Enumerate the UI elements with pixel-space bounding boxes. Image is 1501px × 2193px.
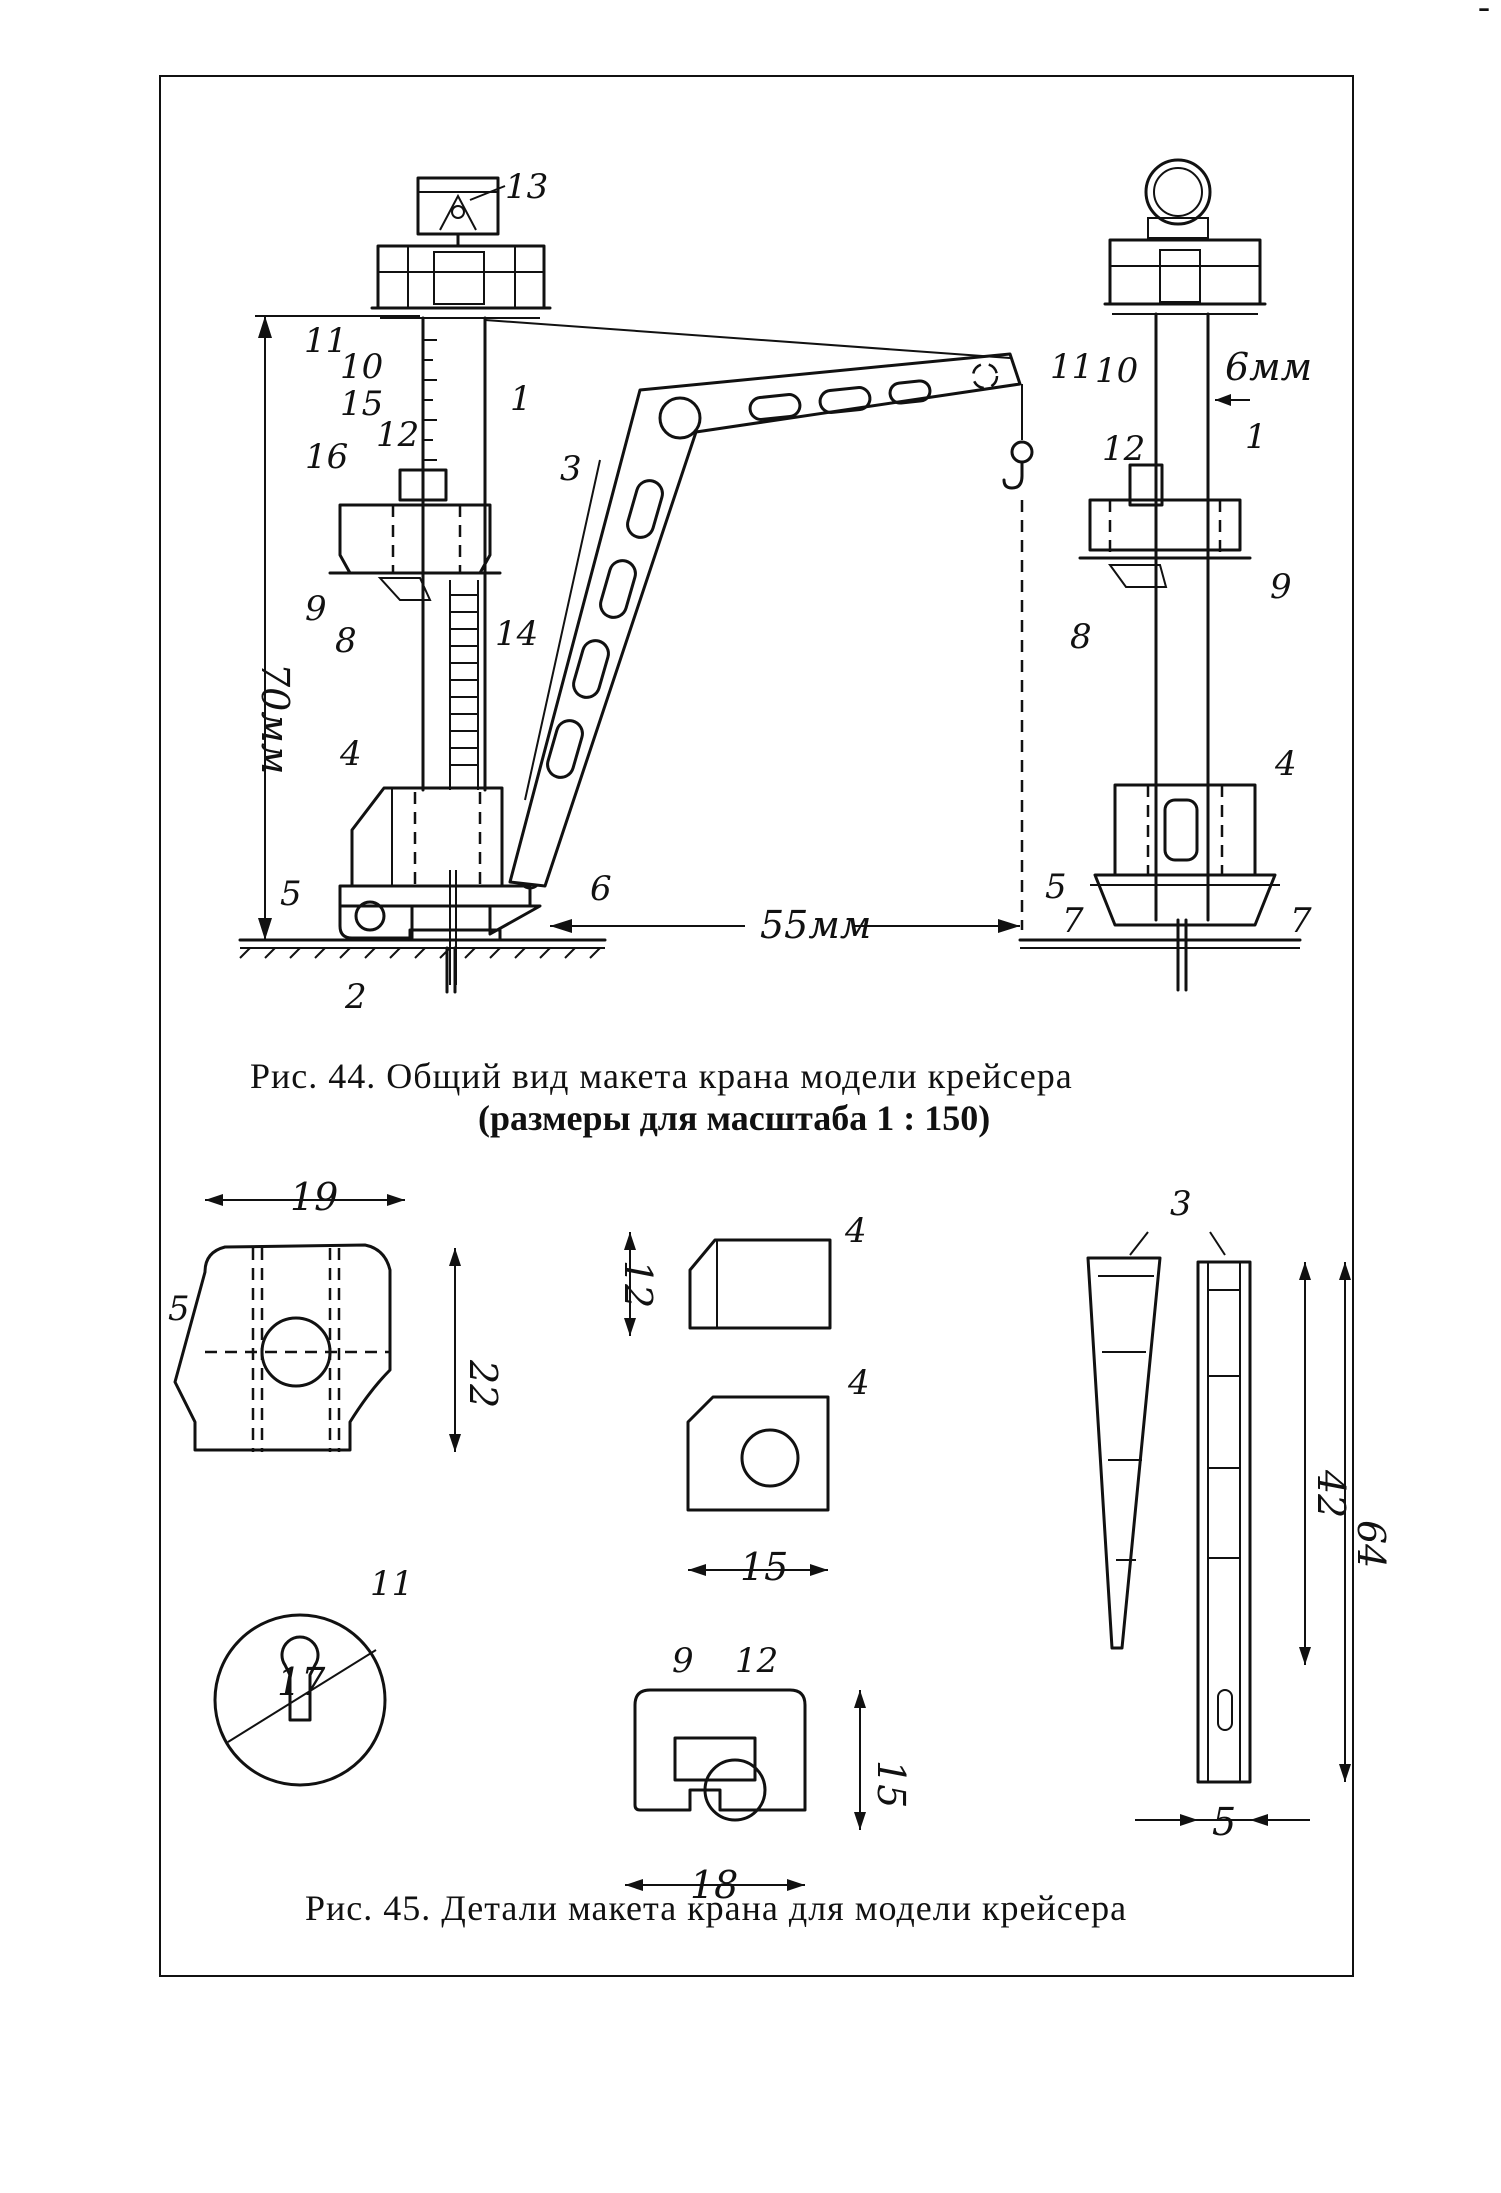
label-13: 13 xyxy=(505,167,548,207)
top-platform-railing xyxy=(370,244,552,319)
label-5-right: 5 xyxy=(1045,867,1067,907)
label-9: 9 xyxy=(305,589,327,629)
label-part-4b: 4 xyxy=(847,1363,870,1403)
label-1: 1 xyxy=(510,379,532,419)
caption-fig44-line2: (размеры для масштаба 1 : 150) xyxy=(478,1098,990,1138)
collar-9 xyxy=(328,503,502,601)
label-5: 5 xyxy=(280,874,302,914)
dim-18: 18 xyxy=(690,1863,738,1907)
collar-front xyxy=(1078,498,1252,588)
dim-15a: 15 xyxy=(740,1545,788,1589)
label-11-right: 11 xyxy=(1050,347,1093,387)
dimension-6mm: 6мм xyxy=(1215,345,1312,406)
dim-6mm: 6мм xyxy=(1225,345,1312,389)
label-12: 12 xyxy=(376,415,419,455)
label-part-3: 3 xyxy=(1170,1184,1192,1224)
dim-22: 22 xyxy=(461,1359,505,1408)
top-platform-front xyxy=(1103,238,1267,315)
label-15: 15 xyxy=(340,384,383,424)
figure-44: 70мм 55мм 6мм 13 11 10 15 1 12 16 9 8 14… xyxy=(238,158,1312,1138)
caption-fig45: Рис. 45. Детали макета крана для модели … xyxy=(305,1888,1127,1928)
label-6: 6 xyxy=(590,869,612,909)
figure-frame xyxy=(159,75,1354,1977)
label-10: 10 xyxy=(340,347,383,387)
label-16: 16 xyxy=(305,437,348,477)
label-4: 4 xyxy=(339,734,362,774)
label-8: 8 xyxy=(335,621,357,661)
crane-side-view xyxy=(328,176,1034,994)
dimension-55mm: 55мм xyxy=(550,900,1020,947)
mast-front xyxy=(1154,312,1210,922)
stay-cable xyxy=(484,319,1011,359)
block-12-front xyxy=(1128,463,1164,507)
dim-55mm: 55мм xyxy=(760,903,871,947)
label-11: 11 xyxy=(304,321,347,361)
label-2: 2 xyxy=(344,977,367,1017)
label-part-5: 5 xyxy=(168,1289,190,1329)
part-4-side: 12 4 xyxy=(616,1211,867,1336)
base-front xyxy=(1090,783,1280,992)
part-3: 42 64 5 3 xyxy=(1086,1184,1393,1844)
boom-3 xyxy=(508,352,1022,888)
label-3: 3 xyxy=(560,449,582,489)
dimension-70mm: 70мм xyxy=(253,315,420,940)
block-12 xyxy=(398,468,448,502)
part-12-hatched xyxy=(673,1736,757,1782)
dim-42: 42 xyxy=(1309,1469,1353,1518)
label-4-right: 4 xyxy=(1274,744,1297,784)
label-8-right: 8 xyxy=(1070,617,1092,657)
part-5: 19 22 5 xyxy=(168,1175,505,1452)
mast-1 xyxy=(421,316,487,792)
searchlight-13 xyxy=(416,176,500,248)
label-part-4a: 4 xyxy=(844,1211,867,1251)
hook xyxy=(1002,384,1034,930)
callouts-right: 11 10 1 12 9 8 4 5 7 7 xyxy=(1045,347,1312,941)
dim-12: 12 xyxy=(616,1260,660,1308)
caption-fig44-line1: Рис. 44. Общий вид макета крана модели к… xyxy=(250,1056,1073,1096)
crane-front-view xyxy=(1078,158,1280,992)
label-part-12: 12 xyxy=(735,1641,778,1681)
label-7-right: 7 xyxy=(1290,901,1312,941)
figure-45: 19 22 5 12 4 15 4 17 xyxy=(168,1175,1393,1928)
dim-5: 5 xyxy=(1212,1800,1236,1844)
label-9-right: 9 xyxy=(1270,567,1292,607)
callouts-left: 13 11 10 15 1 12 16 9 8 14 3 4 5 6 2 xyxy=(280,167,612,1017)
dim-70mm: 70мм xyxy=(253,663,297,774)
part-11: 17 11 xyxy=(213,1564,413,1787)
base-block-4 xyxy=(350,786,504,888)
dim-64: 64 xyxy=(1349,1520,1393,1568)
label-12-right: 12 xyxy=(1102,429,1145,469)
deck-left xyxy=(238,938,607,959)
label-part-11: 11 xyxy=(370,1564,413,1604)
label-10-right: 10 xyxy=(1095,351,1138,391)
deck-right xyxy=(1018,938,1302,949)
part-4-top: 15 4 xyxy=(686,1363,870,1589)
label-14: 14 xyxy=(495,614,538,654)
base-plate-5 xyxy=(338,870,532,985)
dim-19: 19 xyxy=(290,1175,338,1219)
label-part-9: 9 xyxy=(672,1641,694,1681)
ladder-14 xyxy=(449,580,479,790)
part-9: 15 18 9 12 xyxy=(625,1641,913,1907)
mount-2 xyxy=(408,928,502,994)
searchlight-front xyxy=(1144,158,1212,226)
dim-15b: 15 xyxy=(869,1760,913,1808)
page-mark: - xyxy=(1478,0,1491,26)
label-1-right: 1 xyxy=(1245,417,1267,457)
label-7-left: 7 xyxy=(1062,901,1084,941)
dim-17: 17 xyxy=(277,1660,326,1704)
